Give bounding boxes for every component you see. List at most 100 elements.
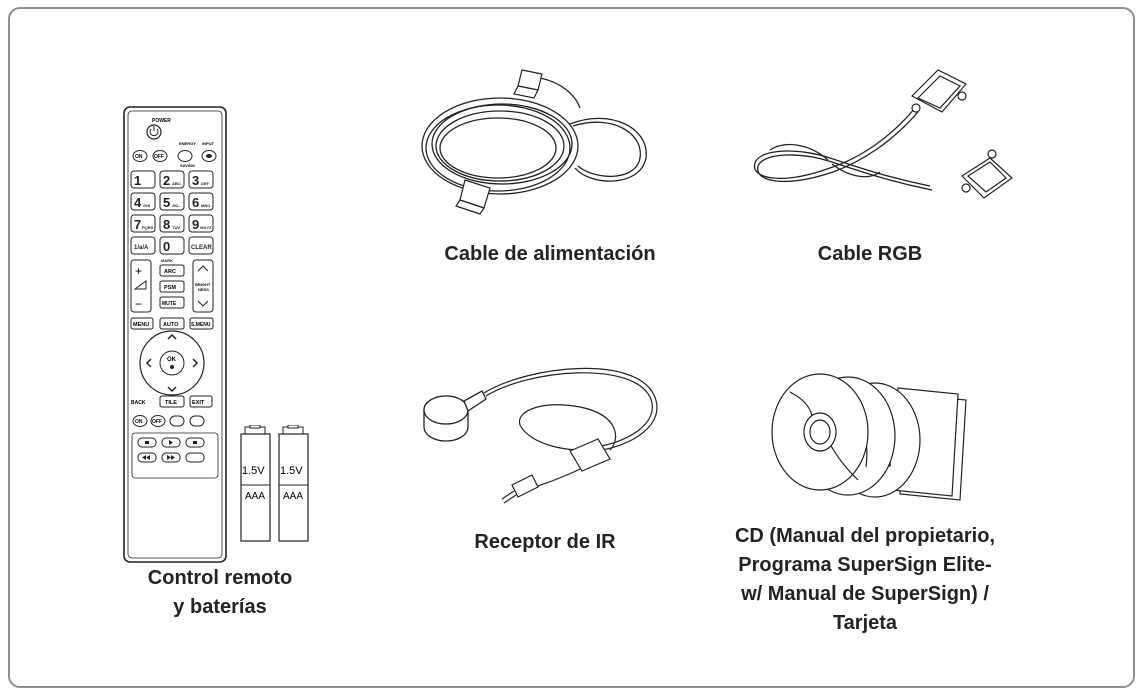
svg-text:AAA: AAA [245,491,265,502]
remote-control-illustration: POWER ENERGY INPUT SAVING ON OFF 1 2 ABC… [123,106,227,563]
svg-text:BACK: BACK [131,400,146,406]
cd-card-illustration [771,373,967,501]
ferrite-core [569,438,611,472]
svg-text:CLEAR: CLEAR [191,245,212,251]
power-plug-top [513,69,543,99]
battery-2: 1.5V AAA [278,425,309,542]
energy-label: ENERGY [179,141,196,146]
power-cable-illustration [421,69,647,215]
svg-text:2: 2 [163,173,170,188]
cd-disc-1 [771,373,869,491]
svg-text:WXYZ: WXYZ [200,225,212,230]
power-label: POWER [152,118,171,124]
svg-text:DEF: DEF [201,181,210,186]
ok-button [159,350,185,376]
power-button [146,124,162,140]
ir-sensor-head [423,390,487,442]
key-0 [159,236,185,255]
svg-text:0: 0 [163,239,170,254]
svg-text:7: 7 [134,217,141,232]
svg-text:MNO: MNO [201,203,210,208]
svg-text:PSM: PSM [164,285,176,291]
tile-key [159,395,185,408]
vga-connector-bottom [961,149,1013,199]
svg-text:4: 4 [134,195,142,210]
cd-caption: CD (Manual del propietario, Programa Sup… [734,525,996,634]
svg-text:GHI: GHI [143,203,150,208]
ir-receiver-illustration [423,367,658,504]
right-arrow-icon [192,358,199,368]
brightness-rocker [192,259,214,313]
svg-text:6: 6 [192,195,199,210]
svg-text:MENU: MENU [133,322,149,328]
batteries-illustration: 1.5V AAA 1.5V AAA [240,425,309,542]
navigation-pad [139,330,205,396]
svg-text:ABC: ABC [172,181,181,186]
power-plug-bottom [455,179,491,215]
mode-key [130,236,156,255]
svg-text:BRIGHT: BRIGHT [195,282,211,287]
down-arrow-icon [167,386,177,393]
left-arrow-icon [145,358,152,368]
svg-text:1/a/A: 1/a/A [134,245,149,251]
svg-text:8: 8 [163,217,170,232]
energy-saving-button [177,150,193,162]
key-5 [159,192,185,211]
remote-caption: Control remoto y baterías [147,567,293,618]
up-arrow-icon [167,333,177,340]
svg-text:5: 5 [163,195,170,210]
svg-text:OK: OK [167,357,177,363]
svg-text:ON: ON [135,419,143,425]
key-2 [159,170,185,189]
input-label: INPUT [202,141,215,146]
key-4 [130,192,156,211]
svg-text:EXIT: EXIT [192,400,205,406]
key-7 [130,214,156,233]
psm-key [159,280,185,293]
input-button [201,150,217,162]
svg-text:1.5V: 1.5V [242,465,265,477]
off-button: OFF [154,154,164,160]
svg-text:−: − [135,297,142,311]
svg-text:PQRS: PQRS [142,225,154,230]
svg-text:9: 9 [192,217,199,232]
menu-key [130,317,154,330]
key-9 [188,214,214,233]
svg-text:1: 1 [134,173,141,188]
svg-text:OFF: OFF [152,419,162,425]
svg-text:JKL: JKL [172,203,180,208]
key-8 [159,214,185,233]
rgb-cable-caption: Cable RGB [817,243,923,265]
volume-icon [133,280,147,290]
svg-text:AAA: AAA [283,491,303,502]
key-3 [188,170,214,189]
exit-key [189,395,213,408]
volume-rocker [130,259,152,313]
on-button: ON [135,154,143,160]
svg-text:S.MENU: S.MENU [191,322,211,328]
svg-text:TUV: TUV [172,225,180,230]
svg-text:1.5V: 1.5V [280,465,303,477]
svg-text:ARC: ARC [164,269,176,275]
ir-receiver-caption: Receptor de IR [474,531,616,553]
smenu-key [189,317,214,330]
clear-key [188,236,214,255]
battery-1: 1.5V AAA [240,425,271,542]
svg-text:MUTE: MUTE [162,301,177,307]
saving-label: SAVING [180,163,195,168]
svg-text:+: + [135,264,142,278]
power-icon [149,126,159,137]
key-1 [130,170,156,189]
svg-text:MARK: MARK [161,258,173,263]
rgb-cable-illustration [753,69,1013,199]
power-cable-caption: Cable de alimentación [444,243,656,265]
audio-jack [501,474,539,504]
arc-key [159,264,185,277]
mute-key [159,296,185,309]
svg-text:3: 3 [192,173,199,188]
auto-key [159,317,185,330]
svg-text:TILE: TILE [165,400,177,406]
key-6 [188,192,214,211]
document-frame [8,7,1135,688]
svg-text:NESS: NESS [198,287,209,292]
